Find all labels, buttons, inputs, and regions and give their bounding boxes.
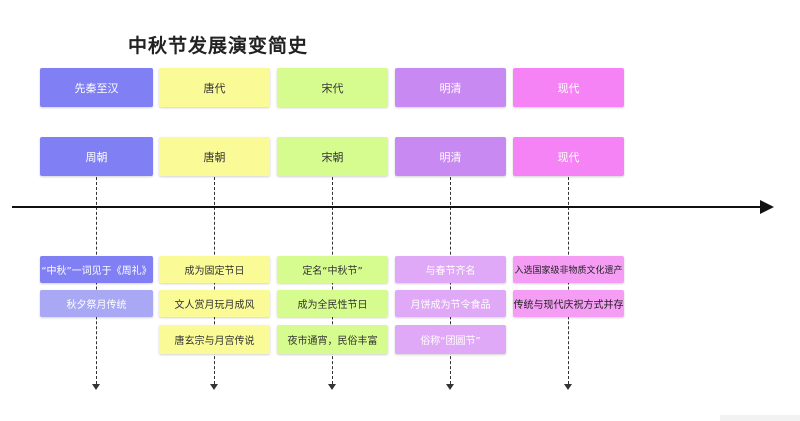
timeline-arrowhead	[760, 200, 774, 214]
connector-arrow-4	[446, 384, 454, 390]
period-card-4: 明清	[395, 68, 506, 107]
connector-arrow-5	[564, 384, 572, 390]
diagram-title: 中秋节发展演变简史	[128, 35, 309, 57]
connector-arrow-1	[92, 384, 100, 390]
connector-arrow-2	[210, 384, 218, 390]
dynasty-card-2: 唐朝	[159, 137, 270, 176]
period-card-1: 先秦至汉	[40, 68, 153, 107]
canvas-corner-shade	[720, 415, 800, 421]
event-card: 与春节齐名	[395, 256, 506, 283]
event-card: 定名“中秋节”	[277, 256, 388, 283]
connector-arrow-3	[328, 384, 336, 390]
event-card: 夜市通宵，民俗丰富	[277, 325, 388, 354]
event-card: “中秋”一词见于《周礼》	[40, 256, 153, 283]
dynasty-card-4: 明清	[395, 137, 506, 176]
timeline-axis	[12, 206, 764, 208]
period-card-5: 现代	[513, 68, 624, 107]
event-card: 唐玄宗与月宫传说	[159, 325, 270, 354]
dynasty-card-5: 现代	[513, 137, 624, 176]
event-card: 秋夕祭月传统	[40, 290, 153, 317]
dynasty-card-3: 宋朝	[277, 137, 388, 176]
period-card-2: 唐代	[159, 68, 270, 107]
dynasty-card-1: 周朝	[40, 137, 153, 176]
event-card: 传统与现代庆祝方式并存	[513, 290, 624, 317]
event-card: 月饼成为节令食品	[395, 290, 506, 317]
event-card: 成为固定节日	[159, 256, 270, 283]
period-card-3: 宋代	[277, 68, 388, 107]
event-card: 文人赏月玩月成风	[159, 290, 270, 317]
event-card: 俗称“团圆节”	[395, 325, 506, 354]
event-card: 成为全民性节日	[277, 290, 388, 317]
event-card: 入选国家级非物质文化遗产	[513, 256, 624, 283]
